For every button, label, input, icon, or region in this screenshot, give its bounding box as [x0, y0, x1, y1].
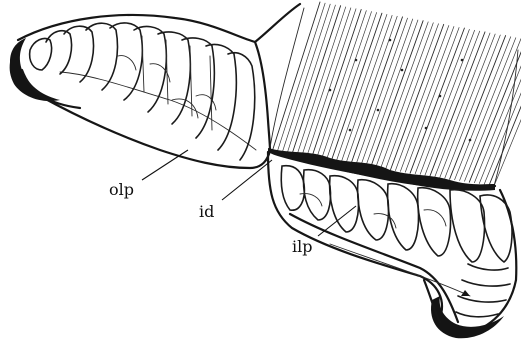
- label-olp: olp: [109, 180, 134, 199]
- fiber-strand: [464, 38, 521, 181]
- fiber-strand: [395, 25, 449, 171]
- junction-boundary: [268, 148, 495, 191]
- label-ilp: ilp: [292, 237, 312, 256]
- fiber-strand: [297, 7, 346, 156]
- fiber-strand: [351, 17, 403, 164]
- nucleus-dot: [389, 39, 392, 42]
- nucleus-dot: [377, 109, 380, 112]
- fiber-strand: [400, 26, 454, 171]
- nucleus-dot: [329, 89, 332, 92]
- fiber-strand: [390, 24, 443, 170]
- nucleus-dot: [349, 129, 352, 132]
- fiber-strand: [287, 5, 336, 155]
- fiber-strand: [272, 2, 320, 152]
- fiber-strand: [341, 15, 392, 163]
- fiber-strand: [282, 4, 330, 154]
- label-id: id: [199, 202, 214, 221]
- fiber-strand: [346, 16, 397, 163]
- fiber-strand: [440, 34, 496, 178]
- nucleus-dot: [401, 69, 404, 72]
- label-olp-group: olp: [109, 150, 188, 199]
- nucleus-dot: [461, 59, 464, 62]
- fiber-strand: [450, 36, 506, 180]
- leader-olp: [142, 150, 188, 180]
- fiber-strand: [445, 35, 501, 179]
- fiber-strand: [460, 38, 516, 181]
- fiber-strand: [302, 8, 351, 157]
- fiber-strand: [312, 10, 362, 159]
- fiber-strand: [321, 11, 371, 159]
- fiber-strand: [336, 14, 387, 162]
- nucleus-dot: [355, 59, 358, 62]
- fiber-strand: [435, 33, 490, 177]
- fiber-strand: [455, 37, 511, 181]
- fiber-strand: [277, 3, 325, 153]
- fiber-strand: [331, 13, 382, 161]
- fiber-strand: [307, 9, 357, 158]
- nucleus-dot: [439, 95, 442, 98]
- label-id-group: id: [199, 160, 272, 221]
- fiber-strand: [356, 18, 408, 165]
- label-ilp-group: ilp: [292, 206, 356, 256]
- nucleus-dot: [425, 127, 428, 130]
- fiber-strand: [469, 39, 521, 182]
- nucleus-dot: [469, 139, 472, 142]
- outer-lamella-structure: [10, 4, 300, 168]
- fiber-strand: [326, 12, 376, 160]
- fiber-strand: [316, 10, 366, 158]
